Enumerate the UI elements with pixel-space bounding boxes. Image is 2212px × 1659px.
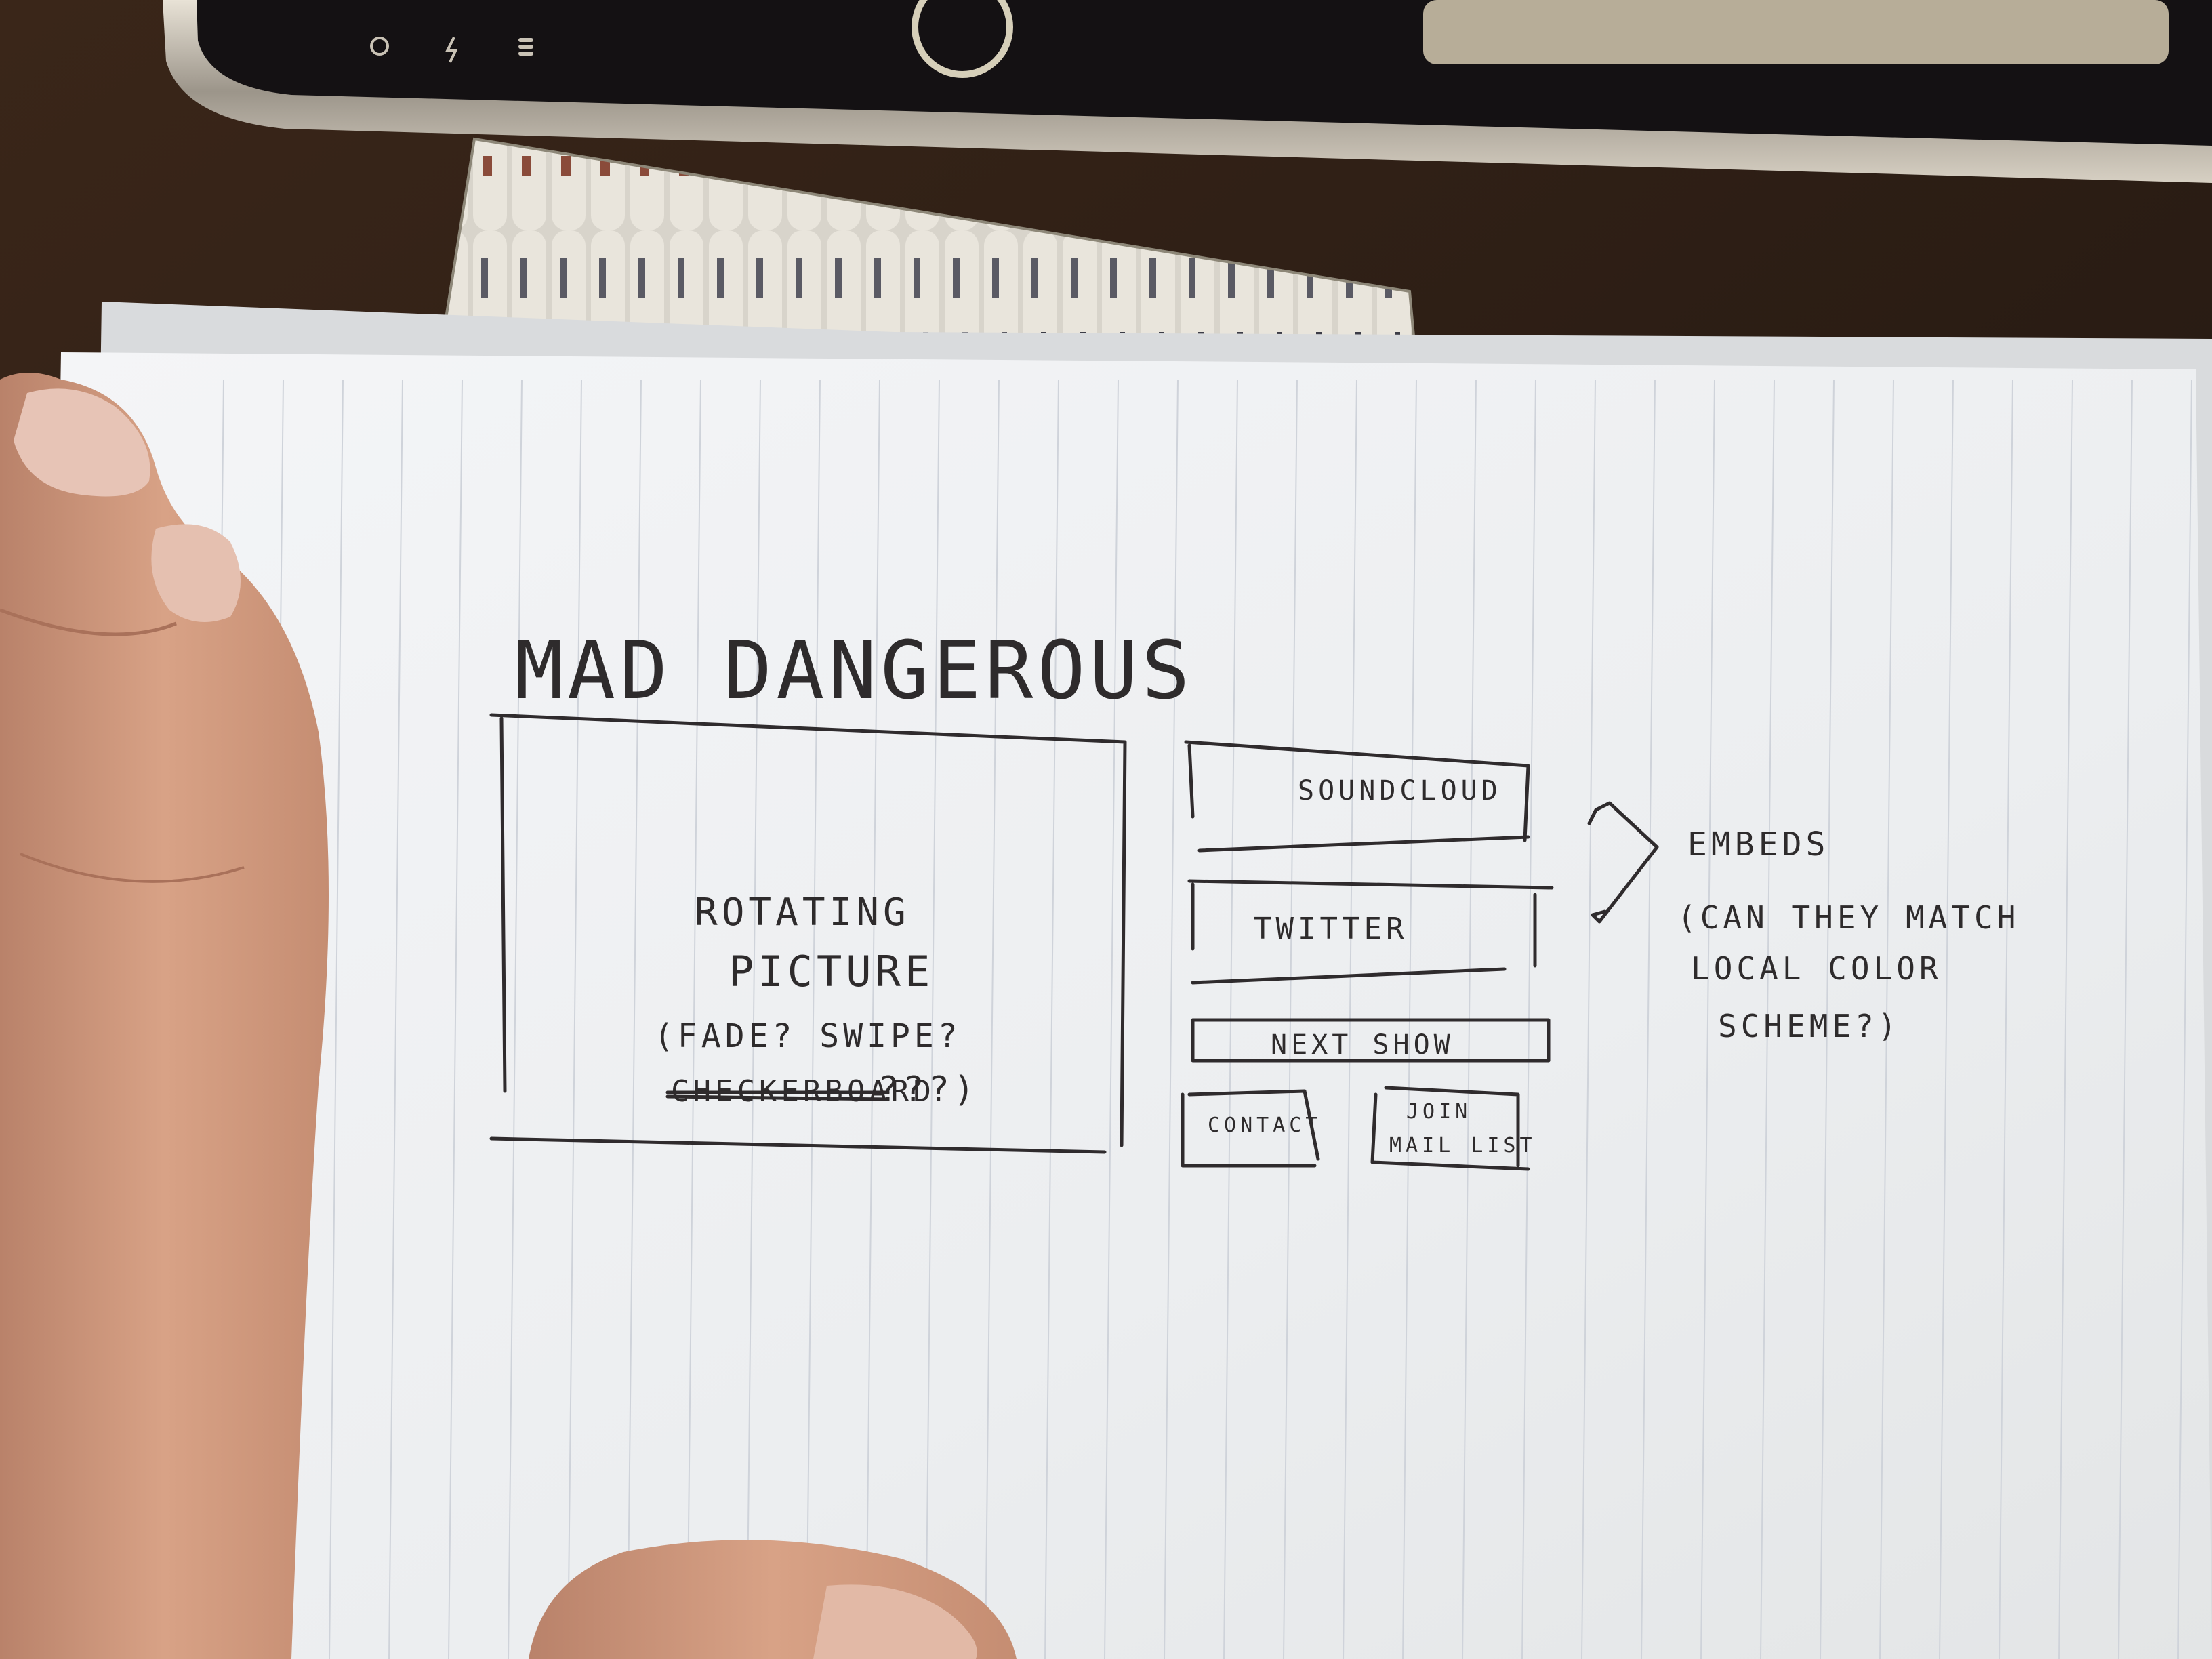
ruled-line <box>1760 379 1775 1659</box>
note-line4: SCHEME?) <box>1718 1008 1901 1044</box>
ruled-line <box>985 379 1000 1659</box>
ruled-line <box>2177 379 2192 1659</box>
ruled-line <box>1044 379 1059 1659</box>
picture-box-line1: ROTATING <box>695 890 910 935</box>
laptop-logo <box>912 0 1013 78</box>
ruled-line <box>2058 379 2073 1659</box>
ruled-line <box>567 379 582 1659</box>
ruled-line <box>865 379 880 1659</box>
ruled-line <box>746 379 761 1659</box>
picture-box-tail: ???) <box>878 1069 979 1110</box>
note-line1: EMBEDS <box>1687 825 1829 863</box>
ruled-line <box>448 379 463 1659</box>
next-show-box: NEXT SHOW <box>1191 1018 1551 1063</box>
laptop-hinge-bar <box>1423 0 2169 64</box>
picture-box-line2: PICTURE <box>729 947 934 996</box>
ruled-line <box>508 379 523 1659</box>
thumb <box>529 1540 1017 1659</box>
next-show-label: NEXT SHOW <box>1271 1029 1454 1061</box>
hand <box>0 373 329 1659</box>
ruled-line <box>687 379 701 1659</box>
twitter-label: TWITTER <box>1254 912 1408 946</box>
ruled-line <box>1581 379 1596 1659</box>
paper-stack <box>41 302 2212 1659</box>
ruled-line <box>1939 379 1954 1659</box>
ruled-line <box>1700 379 1715 1659</box>
laptop <box>163 0 2212 183</box>
embeds-note: EMBEDS (CAN THEY MATCH LOCAL COLOR SCHEM… <box>1677 825 2020 1044</box>
picture-box-line3: (FADE? SWIPE? <box>654 1017 962 1055</box>
ruled-lines <box>209 379 2192 1659</box>
power-icon <box>370 37 389 56</box>
bolt-icon <box>445 37 458 63</box>
ruled-line <box>1104 379 1119 1659</box>
sketch-title: MAD DANGEROUS <box>515 623 1194 717</box>
stack-icon <box>518 38 533 56</box>
join-label-line1: JOIN <box>1406 1100 1471 1124</box>
strike-through <box>665 1090 890 1101</box>
twitter-embed-box: TWITTER <box>1187 879 1554 985</box>
ruled-line <box>1164 379 1179 1659</box>
ruled-line <box>329 379 344 1659</box>
ruled-line <box>627 379 642 1659</box>
contact-box: CONTACT <box>1181 1089 1322 1168</box>
note-line3: LOCAL COLOR <box>1691 950 1942 987</box>
note-line2: (CAN THEY MATCH <box>1677 899 2020 936</box>
contact-label: CONTACT <box>1208 1113 1322 1137</box>
ruled-line <box>1879 379 1894 1659</box>
sketch: MAD DANGEROUS ROTATING PICTURE (FADE? SW… <box>489 623 2020 1171</box>
join-mail-list-box: JOIN MAIL LIST <box>1370 1086 1536 1171</box>
picture-box: ROTATING PICTURE (FADE? SWIPE? CHECKERBO… <box>489 713 1127 1154</box>
ruled-line <box>806 379 821 1659</box>
ruled-line <box>1999 379 2013 1659</box>
soundcloud-label: SOUNDCLOUD <box>1298 775 1502 806</box>
ruled-line <box>925 379 940 1659</box>
ruled-line <box>2118 379 2133 1659</box>
ruled-line <box>1641 379 1656 1659</box>
ruled-line <box>1820 379 1835 1659</box>
ruled-line <box>388 379 403 1659</box>
join-label-line2: MAIL LIST <box>1389 1134 1536 1158</box>
soundcloud-embed-box: SOUNDCLOUD <box>1184 740 1530 853</box>
embeds-brace <box>1587 801 1659 924</box>
